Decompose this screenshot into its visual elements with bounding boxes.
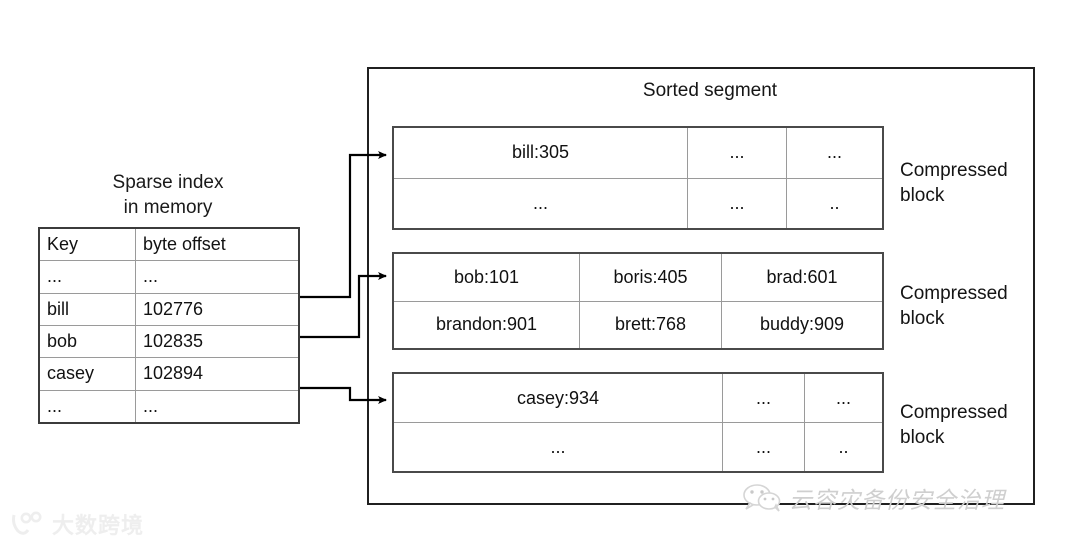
table-row: ... ... xyxy=(40,390,298,422)
compressed-block-label-3: Compressed block xyxy=(900,402,1008,448)
index-offset: 102776 xyxy=(143,298,204,319)
block-cell: casey:934 xyxy=(394,374,723,422)
block-cell: boris:405 xyxy=(580,254,722,301)
compressed-block-1: bill:305 ... ... ... ... .. xyxy=(392,126,884,230)
block-row: bill:305 ... ... xyxy=(394,128,882,179)
watermark-right-text: 云容灾备份安全治理 xyxy=(789,487,1005,513)
block-cell: ... xyxy=(688,128,787,178)
block-cell: ... xyxy=(723,374,805,422)
index-key: bob xyxy=(40,325,136,358)
index-offset: 102894 xyxy=(143,363,204,384)
block-cell: ... xyxy=(394,423,723,471)
compressed-block-2: bob:101 boris:405 brad:601 brandon:901 b… xyxy=(392,252,884,350)
block-row: ... ... .. xyxy=(394,423,882,471)
index-offset: 102835 xyxy=(143,331,204,352)
watermark-bottom-left: 大数跨境 xyxy=(10,508,144,540)
table-row: ... ... xyxy=(40,261,298,294)
index-key: ... xyxy=(40,390,136,422)
block-cell: buddy:909 xyxy=(759,314,845,335)
dashukuajing-logo-icon xyxy=(12,511,42,535)
block-cell: ... xyxy=(835,387,851,408)
watermark-bottom-right: 云容灾备份安全治理 xyxy=(742,481,1005,515)
block-cell: bob:101 xyxy=(394,254,580,301)
block-cell: .. xyxy=(829,192,840,213)
block-cell: brett:768 xyxy=(580,301,722,348)
block-cell: .. xyxy=(838,436,849,457)
sparse-index-table: Key byte offset ... ... bill 102776 bob … xyxy=(38,227,300,424)
block-row: casey:934 ... ... xyxy=(394,374,882,423)
block-row: brandon:901 brett:768 buddy:909 xyxy=(394,301,882,348)
index-offset: ... xyxy=(143,395,159,416)
table-row: bob 102835 xyxy=(40,325,298,359)
block-cell: ... xyxy=(394,178,688,228)
block-cell: brad:601 xyxy=(766,266,838,287)
compressed-block-label-1: Compressed block xyxy=(900,160,1008,206)
compressed-block-3: casey:934 ... ... ... ... .. xyxy=(392,372,884,473)
index-key: bill xyxy=(40,293,136,325)
wechat-icon xyxy=(743,484,781,512)
watermark-left-text: 大数跨境 xyxy=(52,513,145,538)
block-row: bob:101 boris:405 brad:601 xyxy=(394,254,882,302)
block-cell: ... xyxy=(688,178,787,228)
compressed-block-label-2: Compressed block xyxy=(900,283,1008,329)
index-key: ... xyxy=(40,261,136,293)
block-cell: brandon:901 xyxy=(394,301,580,348)
block-cell: ... xyxy=(723,423,805,471)
table-header-row: Key byte offset xyxy=(40,229,298,262)
index-offset: ... xyxy=(143,266,159,287)
index-key: casey xyxy=(40,358,136,390)
block-cell: ... xyxy=(826,142,842,163)
sorted-segment-title: Sorted segment xyxy=(642,80,778,101)
sparse-index-title: Sparse index in memory xyxy=(112,172,224,218)
column-header-byte-offset: byte offset xyxy=(143,234,226,255)
block-row: ... ... .. xyxy=(394,178,882,228)
table-row: bill 102776 xyxy=(40,293,298,326)
block-cell: bill:305 xyxy=(394,128,688,178)
table-row: casey 102894 xyxy=(40,358,298,391)
column-header-key: Key xyxy=(40,229,136,261)
